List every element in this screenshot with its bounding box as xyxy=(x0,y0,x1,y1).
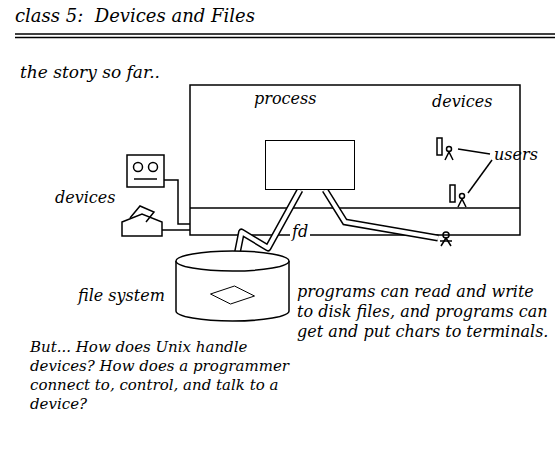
printer-device xyxy=(122,214,162,236)
title-rule xyxy=(15,37,555,39)
kernel-divider xyxy=(190,207,520,209)
tape-slot xyxy=(134,178,157,180)
pipe-outline xyxy=(238,190,301,252)
user-figure xyxy=(440,240,452,242)
terminal-pipe xyxy=(325,190,438,238)
note-text: users xyxy=(494,145,538,165)
title: class 5: Devices and Files xyxy=(15,6,255,26)
tape-reel xyxy=(149,163,158,172)
cylinder-outline xyxy=(175,250,290,322)
device-wire xyxy=(162,229,190,231)
pipe-inner xyxy=(238,190,301,252)
note-text: devices xyxy=(432,92,493,112)
tape-device xyxy=(127,155,164,187)
kernel-box xyxy=(190,85,520,235)
title-rule xyxy=(15,33,555,35)
cylinder-top xyxy=(176,251,289,271)
edge-label: fd xyxy=(290,222,310,242)
terminal-icon xyxy=(437,138,442,155)
tape-reel xyxy=(134,163,143,172)
note-text: the story so far.. xyxy=(20,62,160,82)
leader-line xyxy=(458,149,490,154)
note-text: programs can read and write to disk file… xyxy=(297,282,552,342)
note-text: devices xyxy=(55,188,116,208)
note-text: But... How does Unix handle devices? How… xyxy=(30,338,295,414)
user-figure xyxy=(441,238,451,246)
file-system-cylinder: file system xyxy=(175,250,290,322)
user-figure xyxy=(458,199,466,207)
terminal-icon xyxy=(450,185,455,202)
fd-pipe xyxy=(238,190,301,252)
device-wire xyxy=(164,180,190,224)
terminal-pipe xyxy=(325,190,438,238)
user-figure xyxy=(445,152,453,160)
process-box: process xyxy=(265,140,355,190)
node-label: process xyxy=(254,89,316,109)
file-icon xyxy=(211,286,255,304)
leader-line xyxy=(468,160,492,193)
node-label: file system xyxy=(78,286,165,306)
printer-paper xyxy=(130,206,154,222)
